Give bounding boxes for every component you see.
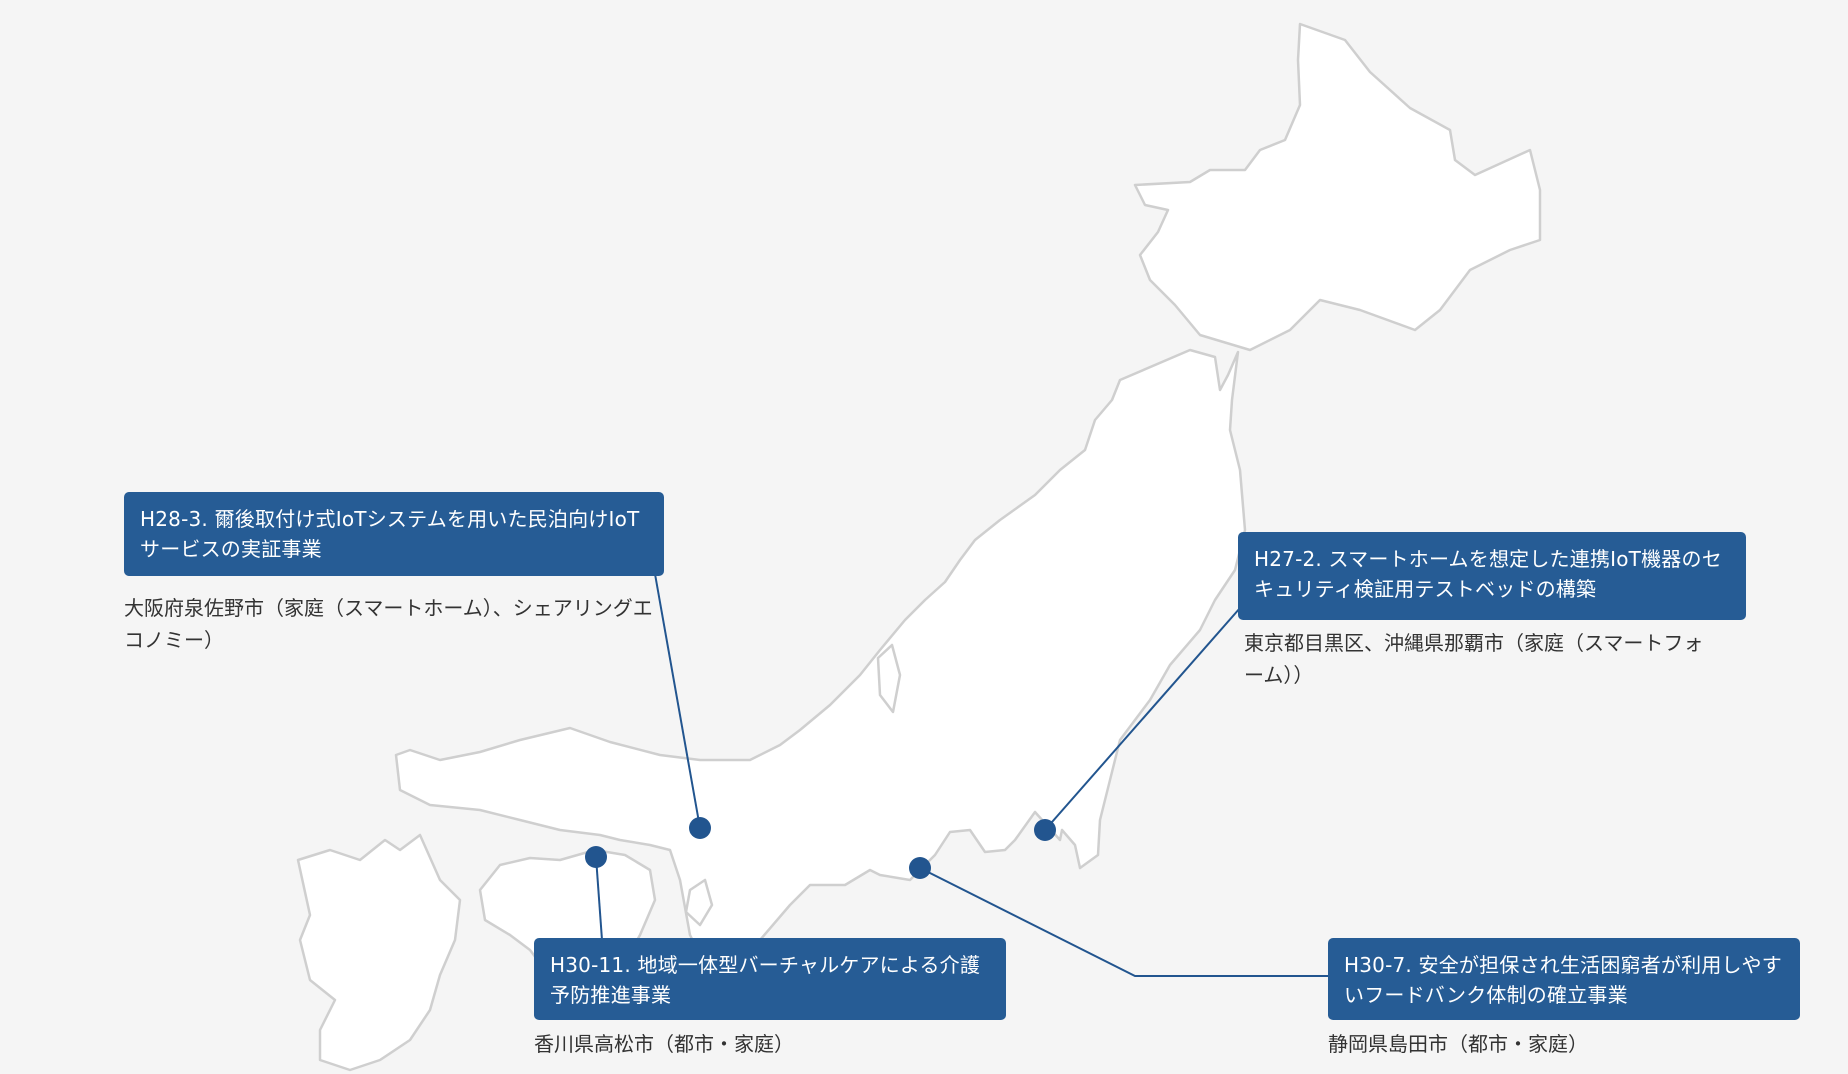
location-text-shimada: 静岡県島田市（都市・家庭） [1328, 1032, 1588, 1056]
location-marker-meguro[interactable] [1034, 819, 1056, 841]
location-text-izumisano: 大阪府泉佐野市（家庭（スマートホーム）、シェアリングエコノミー） [124, 596, 653, 652]
island-honshu [394, 348, 1247, 977]
location-marker-shimada[interactable] [909, 857, 931, 879]
leader-line-shimada [919, 867, 1330, 977]
island-sado [876, 643, 902, 714]
project-label-h30-7[interactable]: H30-7. 安全が担保され生活困窮者が利用しやすいフードバンク体制の確立事業 [1328, 938, 1800, 1020]
island-hokkaido [1133, 22, 1542, 352]
island-kyushu [296, 833, 462, 1072]
leader-line-izumisano [654, 573, 701, 829]
project-label-h28-3[interactable]: H28-3. 爾後取付け式IoTシステムを用いた民泊向けIoTサービスの実証事業 [124, 492, 664, 576]
location-marker-takamatsu[interactable] [585, 846, 607, 868]
location-text-meguro-naha: 東京都目黒区、沖縄県那覇市（家庭（スマートフォーム）） [1244, 631, 1704, 687]
location-marker-izumisano[interactable] [689, 817, 711, 839]
leader-line-meguro [1044, 607, 1241, 831]
leader-line-takamatsu [595, 856, 603, 941]
project-label-h27-2[interactable]: H27-2. スマートホームを想定した連携IoT機器のセキュリティ検証用テストベ… [1238, 532, 1746, 620]
location-text-takamatsu: 香川県高松市（都市・家庭） [534, 1032, 794, 1056]
island-awaji [684, 878, 714, 927]
project-label-h30-11[interactable]: H30-11. 地域一体型バーチャルケアによる介護予防推進事業 [534, 938, 1006, 1020]
